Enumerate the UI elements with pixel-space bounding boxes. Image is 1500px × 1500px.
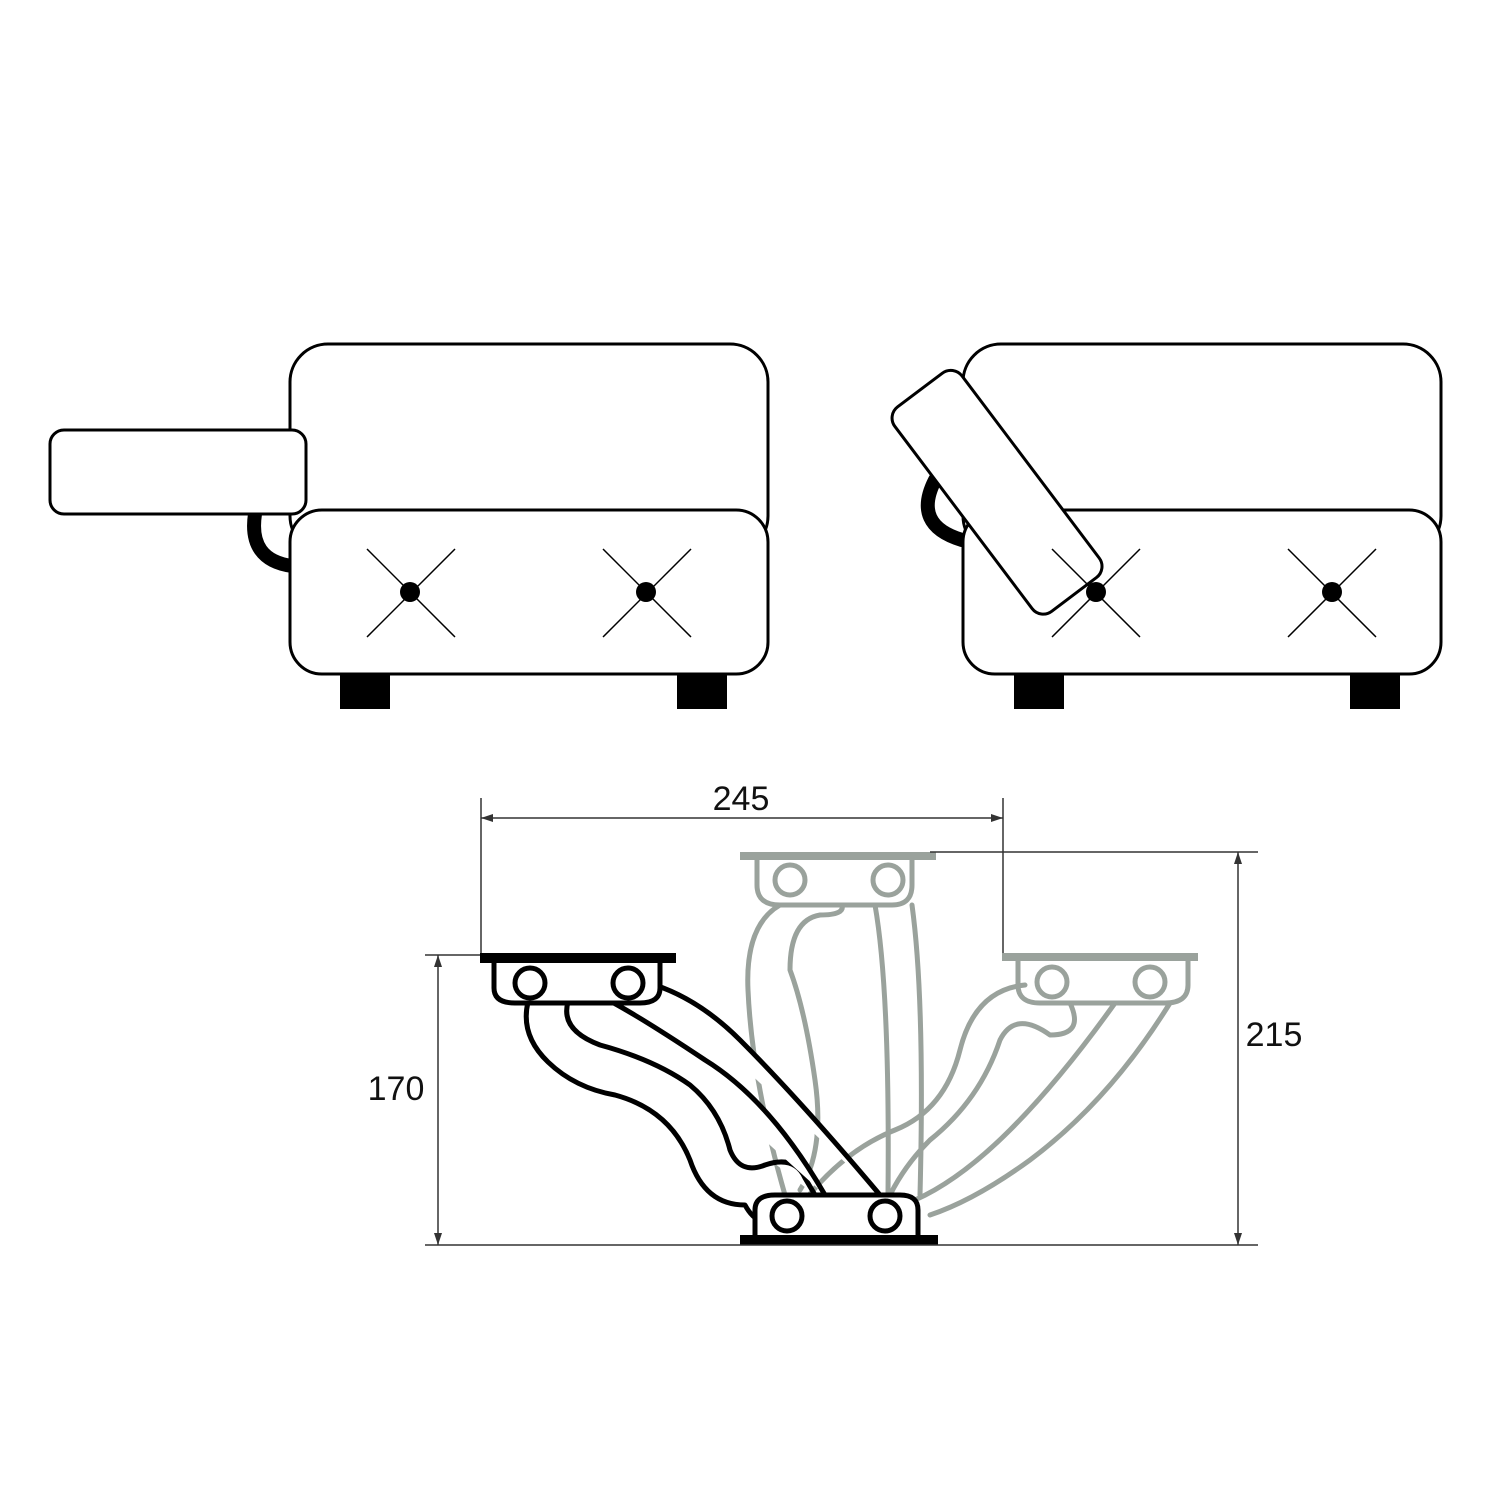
mechanism-link	[609, 999, 828, 1198]
mechanism-ghost-positions	[740, 852, 1198, 1218]
dimension-left-height-label: 170	[368, 1070, 425, 1108]
ghost-pivot	[772, 862, 808, 898]
dimension-arrows	[434, 814, 1242, 1245]
mechanism-pivot	[769, 1198, 805, 1234]
ghost-bracket-top	[754, 857, 915, 908]
sofa-leg	[677, 675, 727, 709]
ghost-link	[912, 1000, 1118, 1203]
ghost-pivot	[870, 862, 906, 898]
mechanism-plate-bottom	[740, 1235, 938, 1245]
sofa-tilted	[890, 342, 1443, 709]
mechanism-link	[564, 999, 818, 1198]
button-tuft	[1086, 582, 1106, 602]
sofa-extended-bracket	[247, 507, 299, 573]
ghost-pivot	[1132, 964, 1168, 1000]
dimension-width-label: 245	[713, 780, 770, 818]
ghost-link	[887, 1000, 1077, 1198]
dimension-right-height-label: 215	[1246, 1016, 1303, 1054]
sofa-leg	[1350, 675, 1400, 709]
button-tuft	[1322, 582, 1342, 602]
sofa-extended-footrest	[48, 428, 308, 516]
ghost-plate-right	[1002, 953, 1198, 961]
sofa-leg	[340, 675, 390, 709]
mechanism-pivot	[610, 965, 646, 1001]
ghost-bracket-right	[1015, 958, 1191, 1006]
sofa-tilted-bracket	[920, 473, 969, 547]
ghost-plate-top	[740, 852, 936, 860]
sofa-tilted-footrest	[890, 368, 1104, 616]
mechanism-link	[523, 999, 765, 1225]
sofa-extended-seat	[288, 508, 770, 676]
mechanism-link	[652, 982, 883, 1198]
mechanism-plate-top	[480, 953, 676, 963]
mechanism-pivot	[512, 965, 548, 1001]
ghost-link	[872, 902, 891, 1198]
dimension-lines	[425, 798, 1258, 1246]
button-tuft	[400, 582, 420, 602]
ghost-link	[802, 982, 1028, 1203]
ghost-link	[927, 1000, 1173, 1218]
sofa-extended	[48, 342, 770, 709]
button-tuft	[636, 582, 656, 602]
sofa-leg	[1014, 675, 1064, 709]
ghost-pivot	[1034, 964, 1070, 1000]
mechanism-active-position	[480, 953, 938, 1245]
mechanism-pivot	[867, 1198, 903, 1234]
